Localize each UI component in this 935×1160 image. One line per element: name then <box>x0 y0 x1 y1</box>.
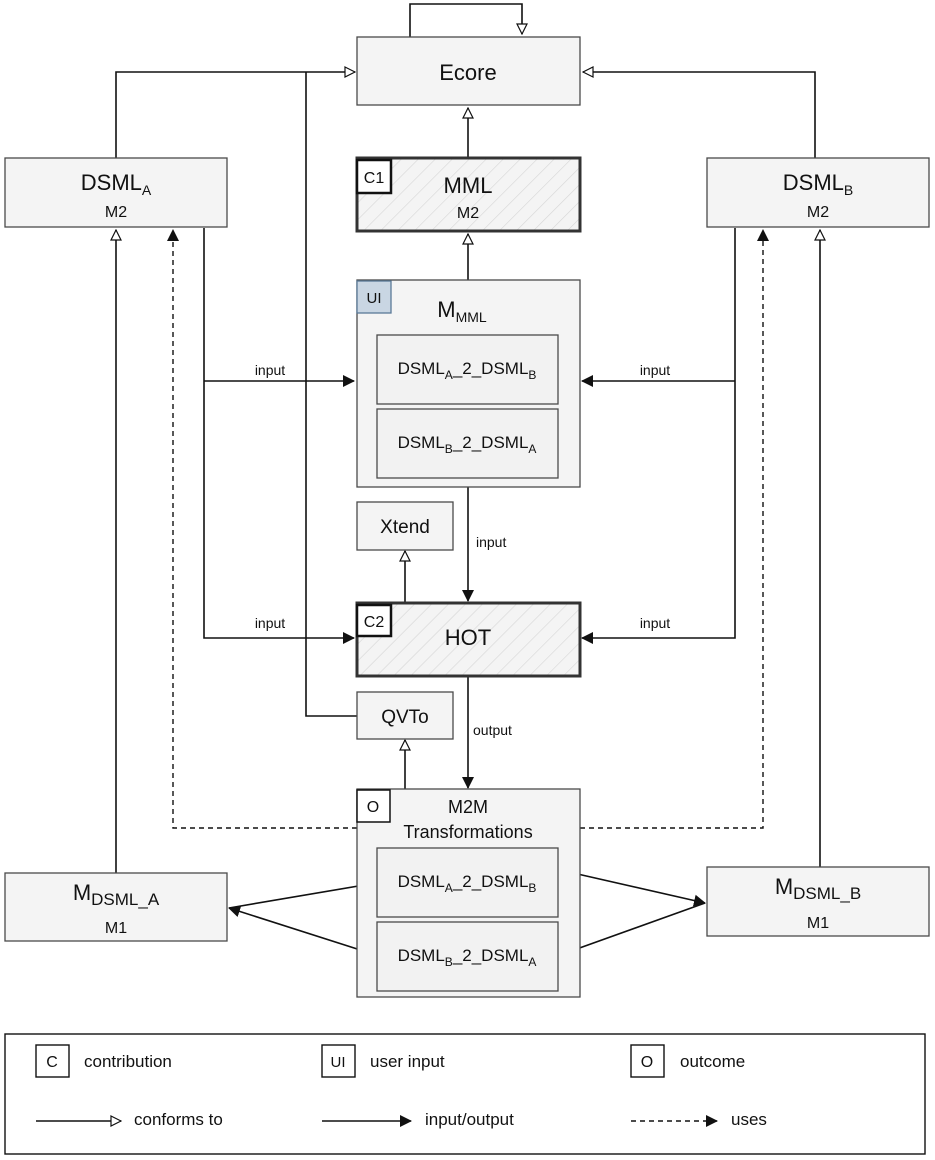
dsml-b-label: DSMLB <box>783 170 853 198</box>
m-mml-a2b-label: DSMLA_2_DSMLB <box>398 359 537 382</box>
input-label: input <box>640 615 670 631</box>
input-label: input <box>255 362 285 378</box>
ecore-self-conforms-edge <box>409 3 522 37</box>
input-label: input <box>476 534 506 550</box>
xtend-node: Xtend <box>356 501 454 551</box>
m-dsml-a-level: M1 <box>105 920 127 937</box>
input-label: input <box>255 615 285 631</box>
m2m-uses-dsml-a-edge <box>167 229 357 829</box>
m-dsml-a-node: MDSML_A M1 <box>4 872 228 942</box>
legend: C contribution UI user input O outcome c… <box>4 1033 926 1155</box>
m-dsml-b-label: MDSML_B <box>775 874 861 903</box>
legend-contribution-tag-box <box>35 1044 70 1078</box>
m-dsml-b-level: M1 <box>807 915 829 932</box>
dsml-b-conforms-ecore-edge <box>583 72 816 158</box>
dsml-a-node: DSMLA M2 <box>4 157 228 228</box>
edge-labels: input input input input input output <box>255 362 670 738</box>
hot-contribution-tag: C2 <box>364 614 385 631</box>
m2m-node: O M2M Transformations DSMLA_2_DSMLB DSML… <box>356 788 581 998</box>
mdsml-b-input-b2a-edge <box>559 902 706 957</box>
m-mml-node: UI MMML DSMLA_2_DSMLB DSMLB_2_DSMLA <box>356 279 581 488</box>
qvto-conforms-ecore-edge <box>305 72 357 717</box>
legend-uses-label: uses <box>731 1110 767 1129</box>
m-mml-label: MMML <box>437 297 487 325</box>
m-dsml-b-node: MDSML_B M1 <box>706 866 930 937</box>
xtend-label: Xtend <box>380 517 430 538</box>
legend-frame <box>4 1033 926 1155</box>
legend-outcome-tag-box <box>630 1044 665 1078</box>
a2b-output-mdsml-b-edge <box>559 869 706 907</box>
m2m-title-line1: M2M <box>448 797 488 817</box>
m2m-a2b-label: DSMLA_2_DSMLB <box>398 872 537 895</box>
input-label: input <box>640 362 670 378</box>
dsml-b-input-hot-edge <box>581 228 736 644</box>
dsml-a-conforms-ecore-edge <box>115 72 355 158</box>
legend-outcome-label: outcome <box>680 1052 745 1071</box>
mml-node: C1 MML M2 <box>355 156 582 233</box>
m-mml-b2a-label: DSMLB_2_DSMLA <box>398 433 537 456</box>
hot-node: C2 HOT <box>355 601 582 678</box>
m-mml-user-input-tag: UI <box>367 290 382 307</box>
hot-label: HOT <box>445 625 491 650</box>
mdsml-a-input-a2b-edge <box>228 878 377 909</box>
dsml-a-input-hot-edge <box>203 228 355 644</box>
legend-outcome-tag: O <box>641 1054 653 1071</box>
b2a-output-mdsml-a-edge <box>228 905 377 956</box>
legend-user-input-tag: UI <box>331 1054 346 1071</box>
dsml-b-level: M2 <box>807 204 829 221</box>
mml-level: M2 <box>457 205 479 222</box>
m2m-title-line2: Transformations <box>403 822 532 842</box>
legend-user-input-tag-box <box>321 1044 356 1078</box>
ecore-label: Ecore <box>439 60 496 85</box>
qvto-label: QVTo <box>381 707 429 728</box>
dsml-a-level: M2 <box>105 204 127 221</box>
m2m-uses-dsml-b-edge <box>580 229 769 829</box>
m2m-outcome-tag: O <box>367 799 379 816</box>
output-label: output <box>473 722 512 738</box>
qvto-node: QVTo <box>356 691 454 740</box>
legend-input-output-label: input/output <box>425 1110 514 1129</box>
m-dsml-a-label: MDSML_A <box>73 880 160 909</box>
mml-contribution-tag: C1 <box>364 170 385 187</box>
dsml-b-node: DSMLB M2 <box>706 157 930 228</box>
mml-label: MML <box>444 173 493 198</box>
legend-contribution-tag: C <box>46 1054 58 1071</box>
m2m-b2a-label: DSMLB_2_DSMLA <box>398 946 537 969</box>
legend-conforms-label: conforms to <box>134 1110 223 1129</box>
dsml-a-label: DSMLA <box>81 170 152 198</box>
legend-user-input-label: user input <box>370 1052 445 1071</box>
edges <box>115 3 820 957</box>
ecore-node: Ecore <box>356 36 581 106</box>
legend-contribution-label: contribution <box>84 1052 172 1071</box>
